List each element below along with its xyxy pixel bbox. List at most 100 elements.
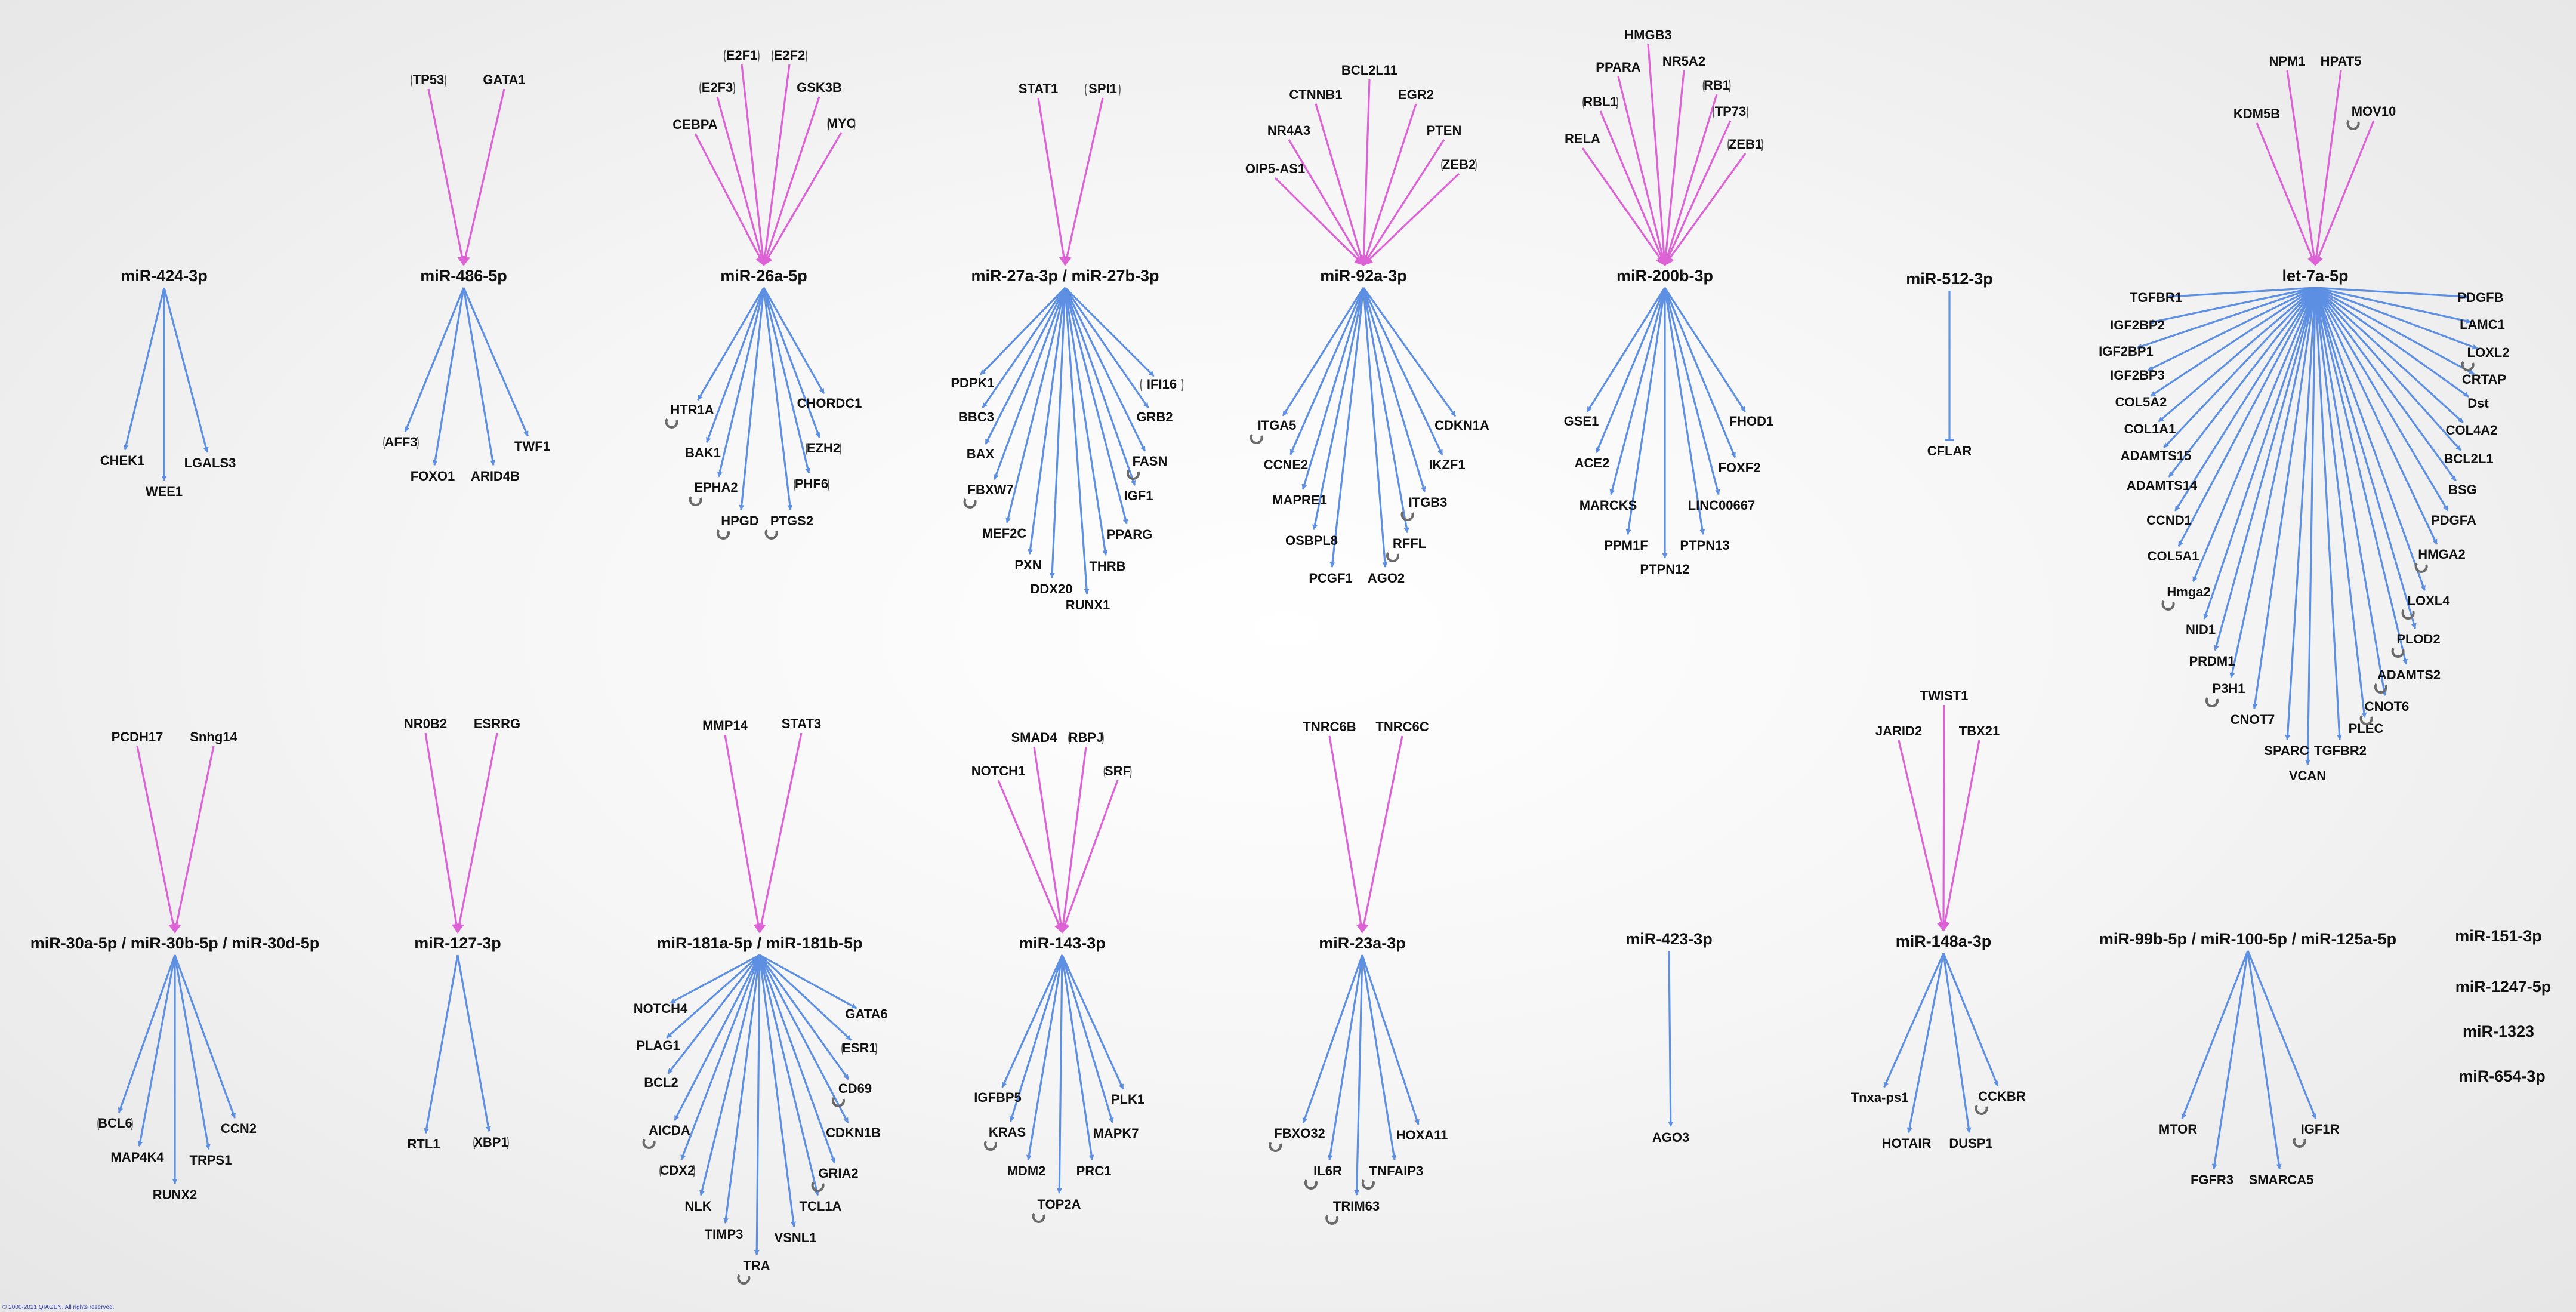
bracket-mark-xbp1 [473, 1137, 476, 1150]
target-node-adamts14: ADAMTS14 [2127, 478, 2198, 493]
edge-mir-143-3p-to-plk1 [1061, 954, 1124, 1090]
target-node-adamts2: ADAMTS2 [2377, 667, 2441, 682]
edge-let-7a-5p-to-col5a2 [2150, 287, 2316, 397]
bracket-mark-xbp1 [507, 1137, 509, 1150]
edge-mir-27a-3p-mir-27b-3p-to-runx1 [1064, 287, 1090, 595]
edge-pten-to-mir-92a-3p [1362, 139, 1445, 266]
target-node-loxl2: LOXL2 [2467, 345, 2510, 360]
self-loop-aicda [642, 1138, 656, 1149]
edge-mir-26a-5p-to-phf6 [763, 287, 810, 474]
bracket-mark-zeb1 [1761, 138, 1763, 152]
edge-let-7a-5p-to-dst [2315, 287, 2470, 398]
target-node-col5a2: COL5A2 [2115, 395, 2167, 409]
target-node-mdm2: MDM2 [1007, 1163, 1046, 1178]
self-loop-ptgs2 [764, 529, 778, 540]
edge-mir-26a-5p-to-epha2 [717, 287, 765, 478]
bracket-mark-myc [827, 118, 829, 131]
target-node-bax: BAX [967, 446, 995, 461]
edge-mir-23a-3p-to-tnfaip3 [1361, 954, 1397, 1161]
regulator-node-rela: RELA [1565, 131, 1600, 146]
edge-notch1-to-mir-143-3p [997, 780, 1063, 934]
edge-ppara-to-mir-200b-3p [1617, 76, 1668, 266]
regulator-node-cebpa: CEBPA [672, 117, 717, 132]
edge-mir-486-5p-to-arid4b [462, 287, 495, 466]
target-node-loxl4: LOXL4 [2408, 593, 2451, 608]
target-node-pdgfb: PDGFB [2458, 290, 2504, 305]
edge-mir-26a-5p-to-ptgs2 [763, 287, 793, 511]
target-node-esr1: ESR1 [842, 1040, 876, 1055]
regulator-node-snhg14: Snhg14 [190, 729, 237, 744]
edge-let-7a-5p-to-igf2bp1 [2136, 287, 2316, 349]
edge-jarid2-to-mir-148a-3p [1898, 740, 1946, 932]
edge-spi1-to-mir-27a-3p-mir-27b-3p [1062, 97, 1104, 266]
target-node-igfbp5: IGFBP5 [974, 1090, 1021, 1105]
target-node-bsg: BSG [2448, 482, 2477, 497]
target-node-nid1: NID1 [2186, 622, 2216, 637]
edge-mir-26a-5p-to-chordc1 [763, 287, 825, 395]
target-node-sparc: SPARC [2264, 743, 2309, 758]
target-node-tgfbr2: TGFBR2 [2314, 743, 2367, 758]
regulator-node-hpat5: HPAT5 [2321, 54, 2362, 69]
edge-mir-143-3p-to-mdm2 [1026, 954, 1063, 1161]
target-node-tnxa-ps1: Tnxa-ps1 [1851, 1090, 1909, 1105]
edge-kdm5b-to-let-7a-5p [2256, 122, 2316, 266]
target-node-hmga2: Hmga2 [2167, 584, 2210, 599]
mirna-hub-mir-92a-3p: miR-92a-3p [1320, 267, 1407, 285]
bracket-mark-rbpj [1068, 732, 1070, 745]
bracket-mark-rbl1 [1616, 96, 1618, 109]
edge-mir-92a-3p-to-ago2 [1362, 287, 1388, 568]
regulator-node-bcl2l11: BCL2L11 [1341, 63, 1397, 78]
bracket-mark-rbpj [1102, 732, 1104, 745]
target-node-aff3: AFF3 [385, 435, 418, 449]
self-loop-fbxw7 [963, 498, 977, 509]
edge-mir-200b-3p-to-gse1 [1586, 287, 1666, 412]
target-node-mef2c: MEF2C [982, 526, 1027, 541]
edge-mir-200b-3p-to-fhod1 [1664, 287, 1747, 412]
target-node-adamts15: ADAMTS15 [2121, 448, 2192, 463]
target-node-map4k4: MAP4K4 [110, 1150, 164, 1165]
edge-let-7a-5p-to-tgfbr2 [2314, 287, 2343, 740]
edge-mmp14-to-mir-181a-5p-mir-181b-5p [724, 734, 763, 934]
bracket-mark-tp73 [1713, 106, 1715, 119]
edge-mir-92a-3p-to-ccne2 [1289, 287, 1365, 455]
target-node-bcl2l1: BCL2L1 [2444, 451, 2493, 466]
edge-tp53-to-mir-486-5p [427, 88, 467, 266]
edge-tnrc6b-to-mir-23a-3p [1328, 735, 1366, 934]
regulator-node-twist1: TWIST1 [1920, 688, 1969, 703]
regulator-node-npm1: NPM1 [2269, 54, 2305, 69]
self-loop-cnot6 [2359, 714, 2373, 725]
edge-mir-27a-3p-mir-27b-3p-to-mef2c [1005, 287, 1066, 523]
edge-oip5-as1-to-mir-92a-3p [1274, 177, 1365, 266]
target-node-rtl1: RTL1 [408, 1137, 440, 1151]
edge-pcdh17-to-mir-30a-5p-mir-30b-5p-mir-30d-5p [136, 746, 178, 934]
edge-mir-27a-3p-mir-27b-3p-to-igf1 [1064, 287, 1136, 486]
edge-mov10-to-let-7a-5p [2313, 120, 2375, 266]
target-node-vsnl1: VSNL1 [775, 1230, 817, 1245]
edge-hpat5-to-let-7a-5p [2311, 70, 2342, 266]
target-node-nlk: NLK [684, 1199, 711, 1214]
standalone-mirna-mir-1323: miR-1323 [2463, 1023, 2534, 1040]
regulator-node-kdm5b: KDM5B [2233, 106, 2280, 121]
edge-mir-23a-3p-to-il6r [1327, 954, 1363, 1161]
edge-mir-26a-5p-to-bak1 [706, 287, 765, 443]
target-node-hmga2: HMGA2 [2418, 547, 2465, 562]
target-node-hotair: HOTAIR [1882, 1136, 1932, 1151]
edge-let-7a-5p-to-ccnd1 [2174, 287, 2316, 512]
edge-mir-27a-3p-mir-27b-3p-to-fbxw7 [994, 287, 1066, 480]
self-loop-mov10 [2346, 119, 2360, 130]
edge-let-7a-5p-to-pdgfb [2315, 287, 2470, 300]
target-node-pxn: PXN [1014, 558, 1041, 572]
edge-twist1-to-mir-148a-3p [1939, 704, 1949, 932]
bracket-mark-esr1 [875, 1042, 877, 1055]
mirna-hub-mir-27a-3p-mir-27b-3p: miR-27a-3p / miR-27b-3p [971, 267, 1159, 285]
mirna-hub-mir-148a-3p: miR-148a-3p [1896, 932, 1992, 950]
edge-mir-181a-5p-mir-181b-5p-to-notch4 [670, 954, 760, 1004]
mirna-hub-mir-30a-5p-mir-30b-5p-mir-30d-5p: miR-30a-5p / miR-30b-5p / miR-30d-5p [30, 934, 320, 952]
target-node-rffl: RFFL [1393, 536, 1426, 551]
regulator-node-pten: PTEN [1427, 123, 1462, 138]
target-node-fbxw7: FBXW7 [968, 482, 1014, 497]
edge-let-7a-5p-to-plec [2314, 287, 2367, 719]
edge-let-7a-5p-to-hmga2 [2192, 287, 2316, 583]
target-node-epha2: EPHA2 [694, 480, 738, 495]
bracket-mark-phf6 [827, 478, 829, 491]
